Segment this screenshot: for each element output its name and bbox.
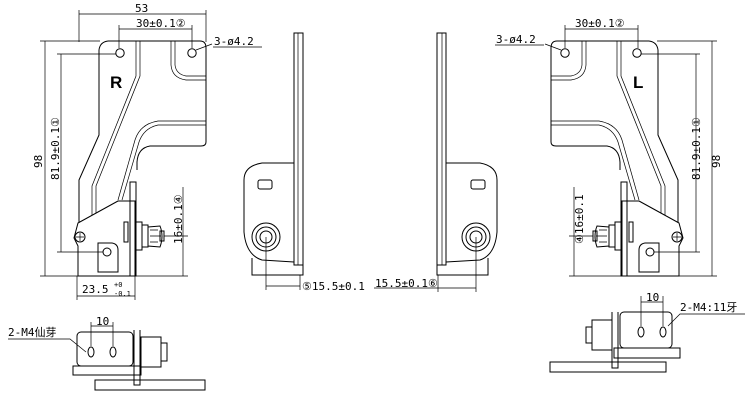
base-tol-upper: +0 <box>114 281 122 289</box>
right-hand-front-view <box>39 10 262 300</box>
side-label-r: R <box>110 73 122 92</box>
thread-callout-right: 2-M4:11牙 <box>680 301 737 314</box>
hole-spacing-dim-l: 30±0.1② <box>575 17 625 30</box>
base-width-dim: 23.5 <box>82 283 109 296</box>
side-view-right-hand <box>243 32 304 290</box>
side-offset-dim-left: ⑤15.5±0.1 <box>302 280 365 293</box>
hole-height-dim-l: 81.9±0.1① <box>690 117 703 180</box>
overall-width-dim: 53 <box>135 2 148 15</box>
hole-callout-l: 3-ø4.2 <box>496 33 536 46</box>
hole-spacing-dim: 30±0.1② <box>136 17 186 30</box>
overall-height-dim-l: 98 <box>710 155 723 168</box>
side-view-left-hand <box>374 32 498 292</box>
bottom-view-left-hand <box>549 296 745 373</box>
hole-callout: 3-ø4.2 <box>214 35 254 48</box>
base-tol-lower: -0.1 <box>114 290 131 298</box>
side-offset-dim-right: 15.5±0.1⑥ <box>375 277 438 290</box>
overall-height-dim: 98 <box>32 155 45 168</box>
thread-spacing-left: 10 <box>96 315 109 328</box>
pivot-height-dim: 16±0.1④ <box>172 194 185 244</box>
bottom-view-right-hand <box>8 322 206 391</box>
thread-spacing-right: 10 <box>646 291 659 304</box>
thread-callout-left: 2-M4仙芽 <box>8 325 57 339</box>
hole-height-dim: 81.9±0.1① <box>49 117 62 180</box>
side-label-l: L <box>633 73 643 92</box>
pivot-height-dim-l: ④16±0.1 <box>573 194 586 244</box>
